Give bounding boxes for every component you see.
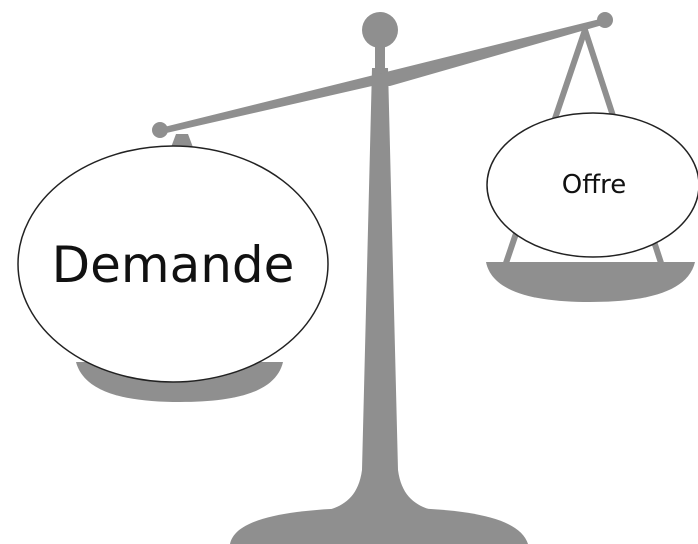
beam-left-end — [152, 122, 168, 138]
scale-beam — [160, 18, 606, 134]
right-scale-pan — [486, 262, 695, 302]
scale-pillar — [320, 68, 440, 512]
scale-top-knob — [362, 12, 398, 48]
offre-weight — [486, 112, 698, 258]
demande-weight — [17, 145, 329, 383]
scale-base — [230, 508, 528, 544]
offre-label: Offre — [562, 170, 627, 200]
scale-knob-stem — [375, 40, 385, 72]
demande-label: Demande — [52, 236, 295, 294]
beam-right-end — [597, 12, 613, 28]
